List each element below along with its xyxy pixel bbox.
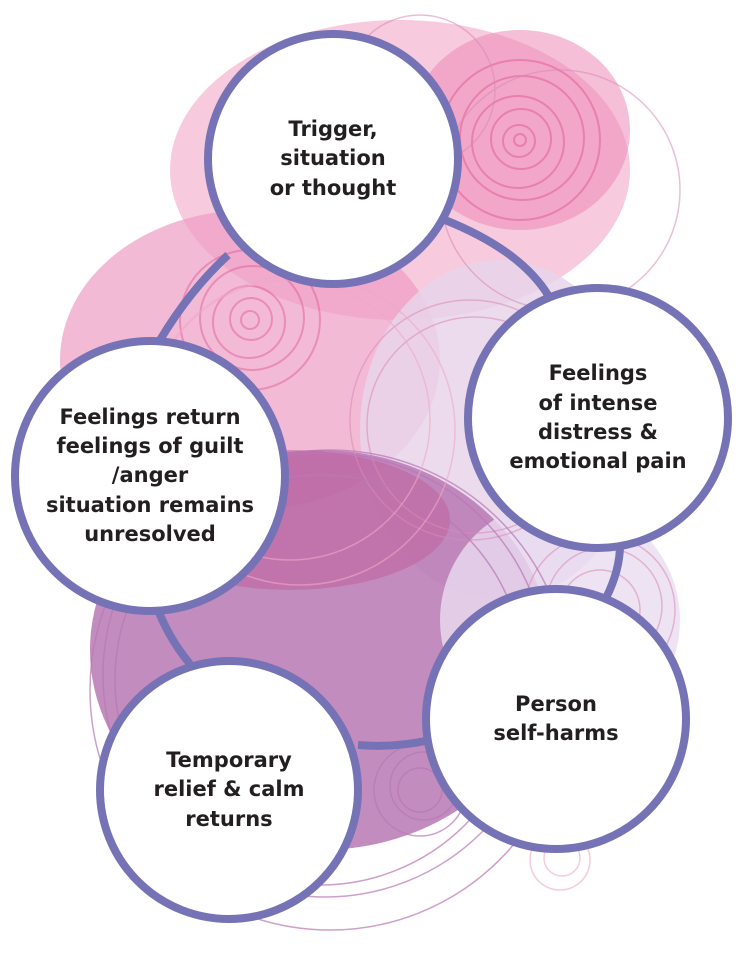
cycle-node-self-harm-label: Person self-harms [493, 690, 618, 749]
cycle-node-self-harm: Person self-harms [422, 585, 690, 853]
cycle-node-trigger-label: Trigger, situation or thought [270, 115, 396, 203]
cycle-node-feelings-label: Feelings of intense distress & emotional… [509, 359, 686, 477]
cycle-node-feelings-return: Feelings return feelings of guilt /anger… [11, 337, 289, 615]
cycle-node-relief-label: Temporary relief & calm returns [153, 746, 304, 834]
cycle-node-relief: Temporary relief & calm returns [96, 657, 362, 923]
cycle-node-feelings-return-label: Feelings return feelings of guilt /anger… [46, 403, 254, 550]
cycle-node-trigger: Trigger, situation or thought [204, 30, 462, 288]
cycle-node-feelings: Feelings of intense distress & emotional… [464, 284, 732, 552]
